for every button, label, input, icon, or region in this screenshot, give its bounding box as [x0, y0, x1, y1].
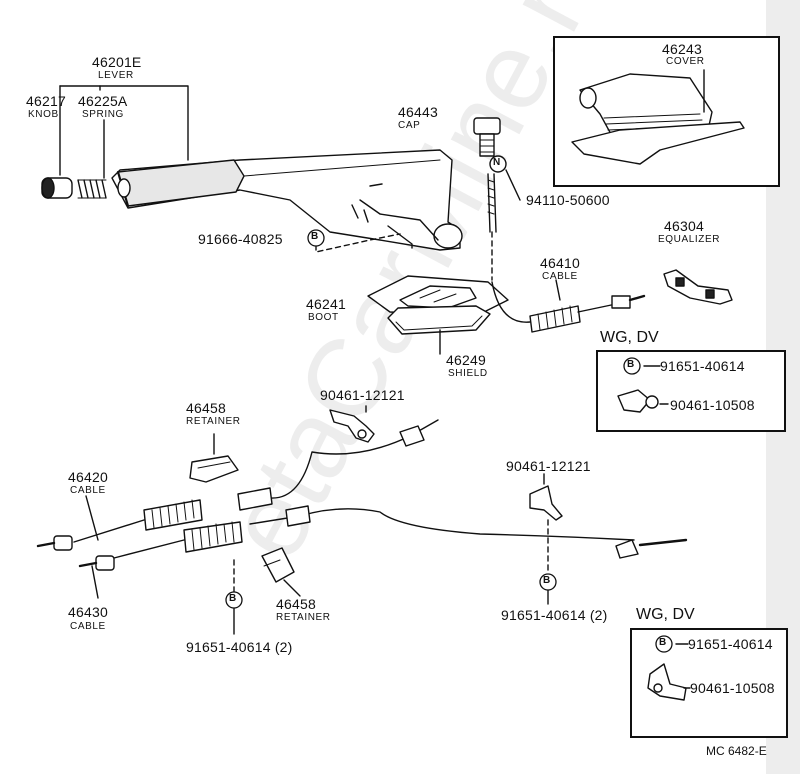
bolt-marker-lower-inset-letter: B [659, 637, 667, 648]
shield-number: 46249 [446, 352, 486, 368]
upper-inset-title: WG, DV [600, 329, 659, 346]
rear-cable-b-number: 46430 [68, 604, 108, 620]
right-clamp-number: 90461-12121 [506, 458, 591, 474]
top-retainer-number: 46458 [186, 400, 226, 416]
upper-inset-bolt-number: 91651-40614 [660, 358, 745, 374]
bottom-retainer-number: 46458 [276, 596, 316, 612]
clamp-top-drawing [329, 405, 375, 443]
lower-inset-clamp-drawing [647, 643, 691, 701]
shield-drawing [387, 305, 491, 355]
front-cable-name: CABLE [542, 271, 578, 282]
shield-name: SHIELD [448, 368, 488, 379]
upper-variant-inset-box [596, 350, 786, 432]
spring-number: 46225A [78, 93, 128, 109]
lever-leader-lines [59, 85, 189, 179]
bottom-right-bolt-number: 91651-40614 (2) [501, 607, 608, 623]
cover-number: 46243 [662, 41, 702, 57]
bolt-marker-bottom-right-letter: B [543, 575, 551, 586]
spring-name: SPRING [82, 109, 124, 120]
clamp-right-drawing [529, 473, 563, 573]
adjusting-rod-drawing [487, 155, 521, 281]
knob-drawing [41, 177, 73, 199]
upper-inset-clamp-number: 90461-10508 [670, 397, 755, 413]
knob-name: KNOB [28, 109, 59, 120]
cover-drawing [571, 69, 745, 165]
top-clamp-number: 90461-12121 [320, 387, 405, 403]
knob-number: 46217 [26, 93, 66, 109]
bolt-marker-bottom-left [225, 591, 243, 609]
lever-bolt-dash [315, 233, 401, 253]
rear-cable-46420-drawing [36, 419, 439, 551]
lever-number: 46201E [92, 54, 142, 70]
boot-number: 46241 [306, 296, 346, 312]
bolt-marker-lever-letter: B [311, 231, 319, 242]
nut-marker-letter: N [493, 157, 501, 168]
bottom-left-bolt-number: 91651-40614 (2) [186, 639, 293, 655]
cover-name: COVER [666, 56, 705, 67]
diagram-reference: MC 6482-E [706, 744, 767, 758]
lever-name: LEVER [98, 70, 134, 81]
front-cable-number: 46410 [540, 255, 580, 271]
spring-drawing [77, 179, 107, 199]
upper-inset-clamp-drawing [617, 365, 669, 413]
rear-cable-a-number: 46420 [68, 469, 108, 485]
front-cable-drawing [491, 279, 646, 333]
cap-number: 46443 [398, 104, 438, 120]
lower-inset-clamp-number: 90461-10508 [690, 680, 775, 696]
equalizer-drawing [663, 269, 733, 305]
cap-name: CAP [398, 120, 421, 131]
retainer-top-drawing [189, 433, 239, 483]
bolt-marker-lower-inset [655, 635, 673, 653]
bolt-marker-bottom-left-letter: B [229, 593, 237, 604]
cap-drawing [473, 117, 501, 157]
rear-cable-b-name: CABLE [70, 621, 106, 632]
lower-inset-bolt-number: 91651-40614 [688, 636, 773, 652]
rear-cable-a-name: CABLE [70, 485, 106, 496]
bottom-retainer-name: RETAINER [276, 612, 331, 623]
lever-bolt-number: 91666-40825 [198, 231, 283, 247]
boot-name: BOOT [308, 312, 339, 323]
bolt-marker-upper-inset-letter: B [627, 359, 635, 370]
rod-number: 94110-50600 [526, 192, 610, 208]
retainer-bottom-drawing [261, 547, 301, 597]
equalizer-name: EQUALIZER [658, 234, 721, 245]
equalizer-number: 46304 [664, 218, 704, 234]
top-retainer-name: RETAINER [186, 416, 241, 427]
lower-inset-title: WG, DV [636, 606, 695, 623]
bolt-marker-bottom-right [539, 573, 557, 591]
bolt-marker-upper-inset [623, 357, 641, 375]
rear-cable-46430-drawing [78, 505, 688, 599]
lever-drawing [111, 149, 463, 251]
bolt-marker-lever [307, 229, 325, 247]
